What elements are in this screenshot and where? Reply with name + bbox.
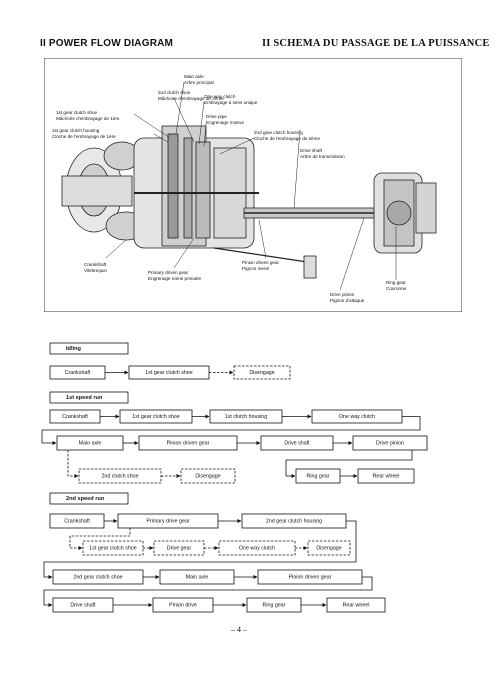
idling-crankshaft: Crankshaft: [65, 370, 91, 376]
label-2nd-clutch: 2nd clutch shoe: [158, 90, 191, 95]
speed2-housing2: 2nd gear clutch housing: [266, 518, 322, 524]
speed2-drive-shaft: Drive shaft: [70, 602, 96, 608]
speed2-title: 2nd speed run: [66, 496, 105, 502]
speed2-ring-gear: Ring gear: [263, 602, 286, 608]
speed1-drive-shaft: Drive shaft: [284, 440, 310, 446]
label-one-way: One way clutch: [204, 94, 236, 99]
label-drive-shaft: Drive shaft: [300, 148, 323, 153]
speed2-pinion-driven: Pinion driven gear: [289, 574, 332, 580]
speed2-one-way-box: [218, 540, 296, 556]
label-one-way-fr: Embrayage à sens unique: [204, 100, 258, 105]
speed1-drive-pinion: Drive pinion: [376, 440, 404, 446]
engine-drawing: [61, 125, 437, 279]
label-1st-housing-fr: Cloche de l'embrayage de 1ère: [52, 134, 116, 139]
label-drive-shaft-fr: Arbre de transmission: [300, 154, 345, 159]
label-2nd-clutch-fr: Mâchoire d'embrayage de 2ème: [158, 96, 224, 101]
label-ring-gear: Ring gear: [386, 280, 406, 285]
label-2nd-housing-fr: Cloche de l'embrayage de 2ème: [254, 136, 320, 141]
speed1-one-way: One way clutch: [339, 414, 375, 420]
speed1-clutch2: 2nd clutch shoe: [101, 473, 138, 479]
label-1st-clutch-fr: Mâchoire d'embrayage de 1ère: [56, 116, 120, 121]
speed1-title-box: [49, 391, 129, 404]
page-number: – 4 –: [231, 625, 247, 634]
speed2-crankshaft: Crankshaft: [64, 518, 90, 524]
speed1-disengage-box: [180, 468, 236, 484]
speed2-primary: Primary drive gear: [146, 518, 190, 524]
speed1-drive-pinion-box: [352, 435, 428, 451]
label-1st-housing: 1st gear clutch housing: [52, 128, 100, 133]
label-crankshaft-fr: Vilebrequin: [84, 268, 107, 273]
label-1st-clutch: 1st gear clutch shoe: [56, 110, 98, 115]
speed2-rear-wheel: Rear wheel: [343, 602, 370, 608]
speed2-clutch2: 2nd gear clutch shoe: [73, 574, 122, 580]
speed1-rear-wheel-box: [357, 468, 415, 484]
label-drive-pinion-fr: Pignon d'attaque: [330, 298, 365, 303]
speed1-clutch1: 1st gear clutch shoe: [132, 414, 179, 420]
label-pinion-driven-fr: Pignon mené: [242, 266, 270, 271]
speed2-clutch1-box: [82, 540, 144, 556]
label-main-axle: Main axle: [184, 74, 204, 79]
label-primary: Primary driven gear: [148, 270, 189, 275]
label-pinion-driven: Pinion driven gear: [242, 260, 279, 265]
section-title-fr: II SCHEMA DU PASSAGE DE LA PUISSANCE: [262, 38, 490, 49]
power-flow-illustration: Main axle Arbre principal 2nd clutch sho…: [44, 58, 462, 312]
idling-clutch1: 1st gear clutch shoe: [145, 370, 192, 376]
label-2nd-housing: 2nd gear clutch housing: [254, 130, 303, 135]
label-drive-pinion: Drive pinion: [330, 292, 355, 297]
speed2-rear-wheel-box: [326, 597, 386, 613]
label-drive-pipe-fr: Engrenage moteur: [206, 120, 245, 125]
speed2-disengage-box: [307, 540, 351, 556]
speed2-title-box: [49, 492, 129, 505]
speed1-pinion-driven: Pinion driven gear: [167, 440, 210, 446]
section-title-en: II POWER FLOW DIAGRAM: [40, 38, 174, 49]
speed1-disengage: Disengage: [195, 473, 220, 479]
speed2-disengage: Disengage: [316, 545, 341, 551]
label-main-axle-fr: Arbre principal: [184, 80, 214, 85]
idling-disengage: Disengage: [249, 370, 274, 376]
label-ring-gear-fr: Couronne: [386, 286, 407, 291]
speed1-rear-wheel: Rear wheel: [373, 473, 400, 479]
speed2-clutch1: 1st gear clutch shoe: [89, 545, 136, 551]
speed2-main-axle: Main axle: [186, 574, 209, 580]
speed1-crankshaft: Crankshaft: [62, 414, 88, 420]
idling-title: Idling: [66, 346, 81, 352]
label-drive-pipe: Drive pipe: [206, 114, 227, 119]
speed1-housing1: 1st clutch housing: [225, 414, 267, 420]
label-primary-fr: Engrenage mené primaire: [148, 276, 202, 281]
idling-title-box: [49, 342, 129, 355]
speed1-title: 1st speed run: [66, 395, 103, 401]
speed2-one-way: One way clutch: [239, 545, 275, 551]
speed1-main-axle: Main axle: [79, 440, 102, 446]
speed2-drive-gear: Drive gear: [167, 545, 192, 551]
speed1-ring-gear: Ring gear: [307, 473, 330, 479]
idling-disengage-box: [233, 365, 291, 380]
label-crankshaft: Crankshaft: [84, 262, 107, 267]
speed2-pinion-drive: Pinion drive: [169, 602, 197, 608]
